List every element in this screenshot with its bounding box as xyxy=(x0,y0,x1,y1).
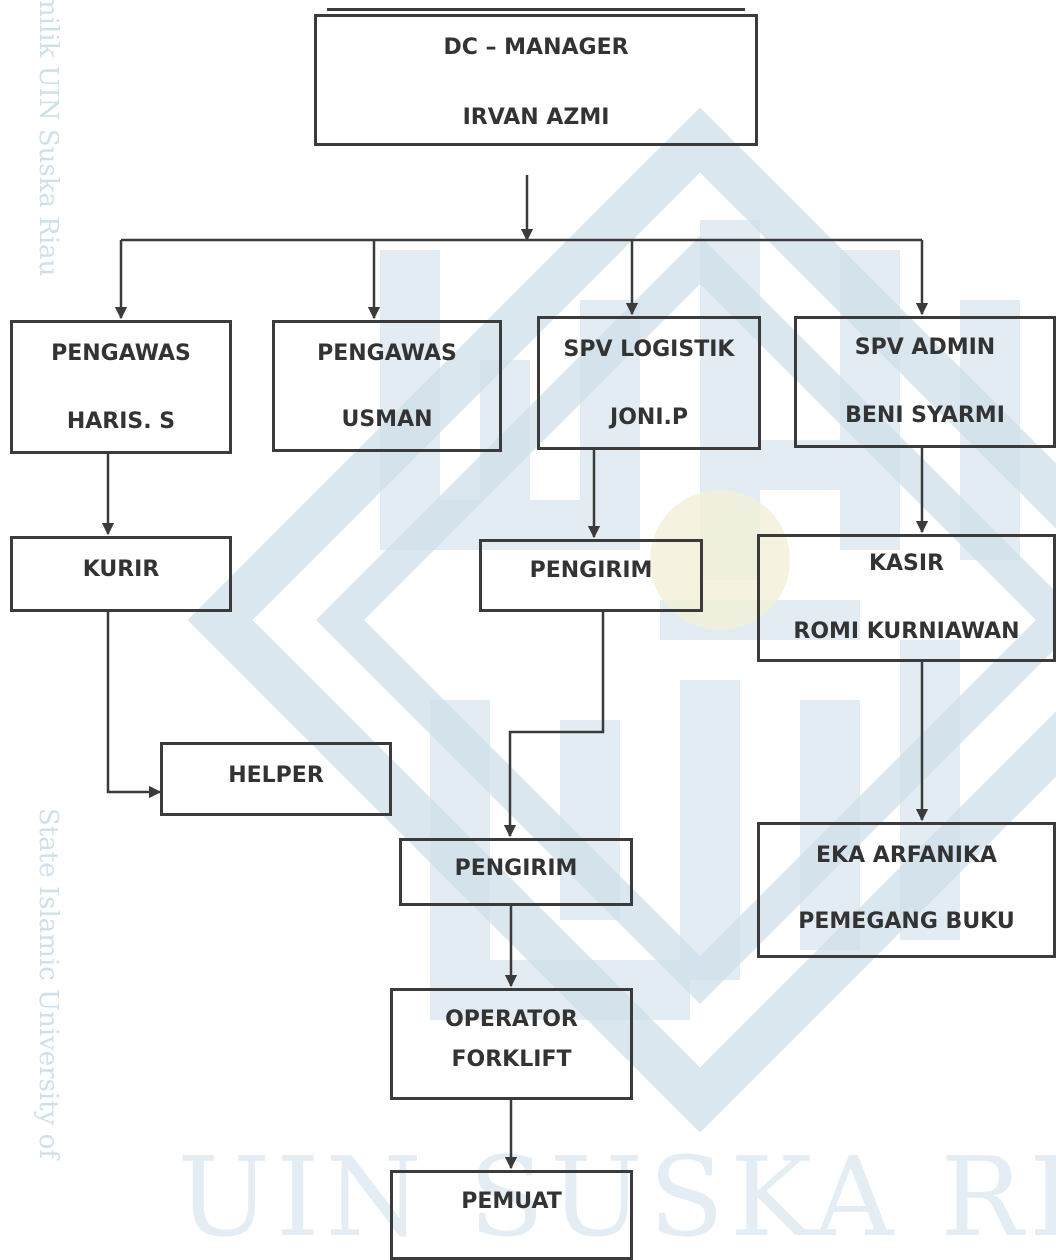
node-helper: HELPER xyxy=(160,742,392,816)
node-dc-manager: DC – MANAGER IRVAN AZMI xyxy=(314,8,758,146)
node-title: SPV LOGISTIK xyxy=(563,337,735,362)
node-person: FORKLIFT xyxy=(451,1047,572,1072)
node-title: SPV ADMIN xyxy=(854,335,996,360)
node-title: OPERATOR xyxy=(445,1007,578,1032)
node-title: DC – MANAGER xyxy=(443,35,629,60)
node-person: HARIS. S xyxy=(66,409,176,434)
node-pemegang-buku: EKA ARFANIKA PEMEGANG BUKU xyxy=(757,822,1056,958)
node-title: EKA ARFANIKA xyxy=(816,843,997,868)
node-person: BENI SYARMI xyxy=(845,403,1005,428)
connector-to-pengirim-2 xyxy=(503,612,605,838)
node-pengirim-2: PENGIRIM xyxy=(399,838,633,906)
node-title: PENGIRIM xyxy=(454,856,578,881)
node-title: KASIR xyxy=(868,551,945,576)
side-watermark-line-2: State Islamic University of xyxy=(34,808,62,1159)
node-title: HELPER xyxy=(228,763,324,788)
node-title: PENGIRIM xyxy=(529,558,653,583)
node-pengawas-haris: PENGAWAS HARIS. S xyxy=(10,320,232,454)
node-person: JONI.P xyxy=(610,405,688,430)
node-person: IRVAN AZMI xyxy=(462,105,610,130)
watermark-bottom-text: UIN SUSKA RIAU xyxy=(177,1133,1056,1247)
node-title: PENGAWAS xyxy=(317,341,457,366)
node-kasir: KASIR ROMI KURNIAWAN xyxy=(757,534,1056,662)
node-spv-logistik: SPV LOGISTIK JONI.P xyxy=(537,316,761,450)
node-pengawas-usman: PENGAWAS USMAN xyxy=(272,320,502,452)
node-title: PEMUAT xyxy=(461,1189,562,1214)
node-person: USMAN xyxy=(341,407,433,432)
node-title: PENGAWAS xyxy=(51,341,191,366)
node-pengirim-1: PENGIRIM xyxy=(479,539,703,612)
side-watermark-text: milik UIN Suska Riau State Islamic Unive… xyxy=(34,0,62,1247)
node-person: PEMEGANG BUKU xyxy=(798,909,1015,934)
node-title: KURIR xyxy=(82,557,160,582)
connector-to-helper xyxy=(106,612,162,799)
node-spv-admin: SPV ADMIN BENI SYARMI xyxy=(794,316,1056,448)
node-kurir: KURIR xyxy=(10,536,232,612)
side-watermark-line-1: milik UIN Suska Riau xyxy=(34,0,62,277)
node-operator-forklift: OPERATOR FORKLIFT xyxy=(390,988,633,1100)
node-person: ROMI KURNIAWAN xyxy=(793,619,1020,644)
